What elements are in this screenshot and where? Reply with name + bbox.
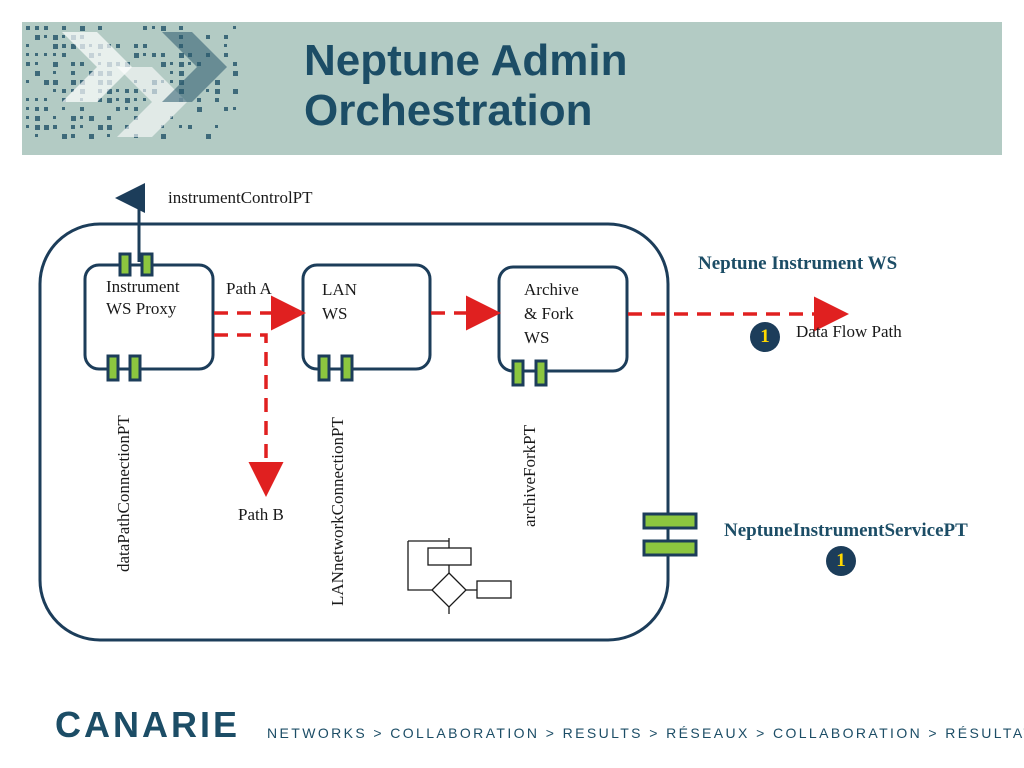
service-port-badge: 1 (826, 546, 856, 576)
instrument-control-port-label: instrumentControlPT (168, 186, 313, 210)
archive-label-line-1: Archive (524, 278, 579, 302)
path-a-label: Path A (226, 277, 272, 301)
archive-label-line-3: WS (524, 326, 579, 350)
flowchart-icon (408, 538, 511, 614)
service-port (644, 514, 696, 555)
lan-label-line-2: WS (322, 302, 357, 326)
proxy-label-line-1: Instrument (106, 276, 180, 298)
footer-tagline: NETWORKS > COLLABORATION > RESULTS > RÉS… (267, 725, 1024, 741)
canarie-logo: CANARIE (55, 704, 240, 746)
service-port-label: NeptuneInstrumentServicePT (724, 519, 968, 543)
lan-box-label: LAN WS (322, 278, 357, 326)
path-b-label: Path B (238, 503, 284, 527)
proxy-box-label: Instrument WS Proxy (106, 276, 180, 320)
lan-label-line-1: LAN (322, 278, 357, 302)
proxy-label-line-2: WS Proxy (106, 298, 180, 320)
archive-box-label: Archive & Fork WS (524, 278, 579, 350)
neptune-instrument-ws-title: Neptune Instrument WS (698, 252, 897, 276)
data-path-connection-port-label: dataPathConnectionPT (114, 415, 134, 572)
data-flow-badge: 1 (750, 322, 780, 352)
archive-fork-port-label: archiveForkPT (520, 425, 540, 527)
archive-label-line-2: & Fork (524, 302, 579, 326)
path-b-arrow (214, 335, 266, 490)
archive-bottom-port (513, 361, 546, 385)
lan-network-connection-port-label: LANnetworkConnectionPT (328, 417, 348, 606)
data-flow-path-label: Data Flow Path (796, 320, 902, 344)
